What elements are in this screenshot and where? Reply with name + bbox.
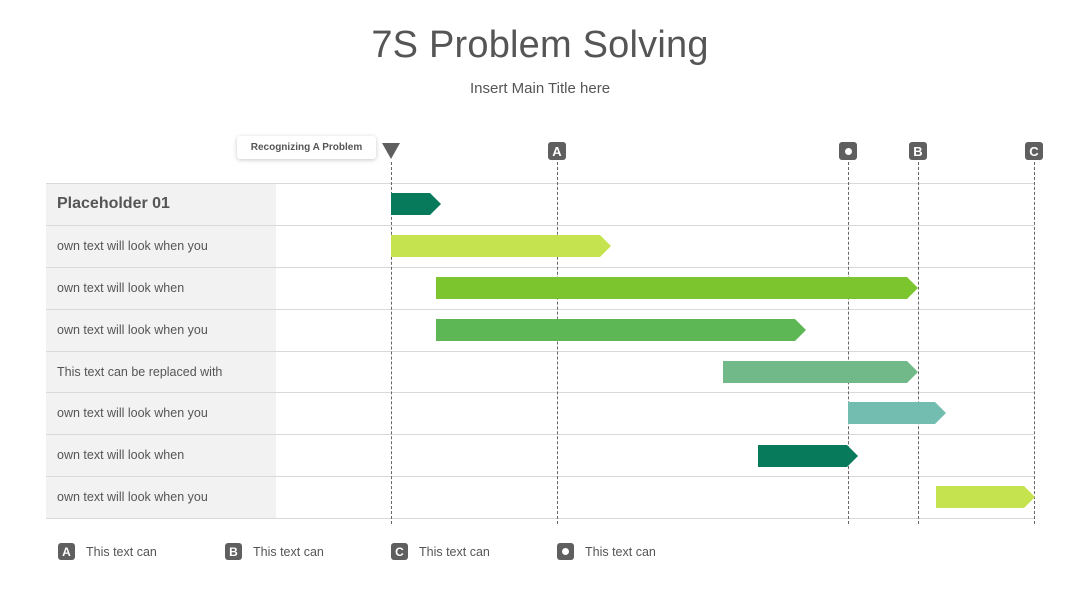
row-divider xyxy=(46,225,1034,226)
row-divider xyxy=(46,351,1034,352)
row-label-column xyxy=(46,183,276,518)
row-label: This text can be replaced with xyxy=(57,365,223,379)
milestone-b-badge-icon: B xyxy=(909,142,927,160)
milestone-line-b xyxy=(918,162,919,524)
gantt-bar-row-6 xyxy=(848,402,946,424)
legend-item-b: B This text can xyxy=(225,543,324,560)
legend-text: This text can xyxy=(585,544,656,559)
legend-item-a: A This text can xyxy=(58,543,157,560)
legend-text: This text can xyxy=(86,544,157,559)
row-label: own text will look when you xyxy=(57,406,208,420)
gantt-bar-row-4 xyxy=(436,319,806,341)
row-label: own text will look when xyxy=(57,448,185,462)
legend-item-dot: This text can xyxy=(557,543,656,560)
row-divider xyxy=(46,476,1034,477)
row-divider xyxy=(46,434,1034,435)
legend-text: This text can xyxy=(419,544,490,559)
milestone-line-a xyxy=(557,162,558,524)
milestone-line-c xyxy=(1034,162,1035,524)
milestone-line-dot xyxy=(848,162,849,524)
gantt-bar-row-1 xyxy=(391,193,441,215)
gantt-bar-row-3 xyxy=(436,277,918,299)
gantt-bar-row-2 xyxy=(391,235,611,257)
milestone-a-badge-icon: A xyxy=(548,142,566,160)
milestone-line-start xyxy=(391,162,392,524)
row-label-header: Placeholder 01 xyxy=(57,195,170,212)
legend-a-badge-icon: A xyxy=(58,543,75,560)
gantt-bar-row-8 xyxy=(936,486,1035,508)
page-title: 7S Problem Solving xyxy=(371,24,709,66)
recognizing-problem-callout: Recognizing A Problem xyxy=(237,136,376,159)
row-label: own text will look when xyxy=(57,281,185,295)
row-label: own text will look when you xyxy=(57,239,208,253)
row-divider xyxy=(46,183,1034,184)
row-divider xyxy=(46,518,1034,519)
legend-item-c: C This text can xyxy=(391,543,490,560)
milestone-c-badge-icon: C xyxy=(1025,142,1043,160)
row-label: own text will look when you xyxy=(57,490,208,504)
legend-text: This text can xyxy=(253,544,324,559)
row-divider xyxy=(46,309,1034,310)
row-label: own text will look when you xyxy=(57,323,208,337)
gantt-bar-row-5 xyxy=(723,361,918,383)
legend-dot-badge-icon xyxy=(557,543,574,560)
row-divider xyxy=(46,392,1034,393)
legend-c-badge-icon: C xyxy=(391,543,408,560)
gantt-bar-row-7 xyxy=(758,445,858,467)
triangle-down-icon xyxy=(382,143,400,159)
row-divider xyxy=(46,267,1034,268)
milestone-dot-badge-icon xyxy=(839,142,857,160)
page-subtitle: Insert Main Title here xyxy=(469,80,611,97)
dot-icon xyxy=(844,147,852,155)
dot-icon xyxy=(562,548,569,555)
legend-b-badge-icon: B xyxy=(225,543,242,560)
